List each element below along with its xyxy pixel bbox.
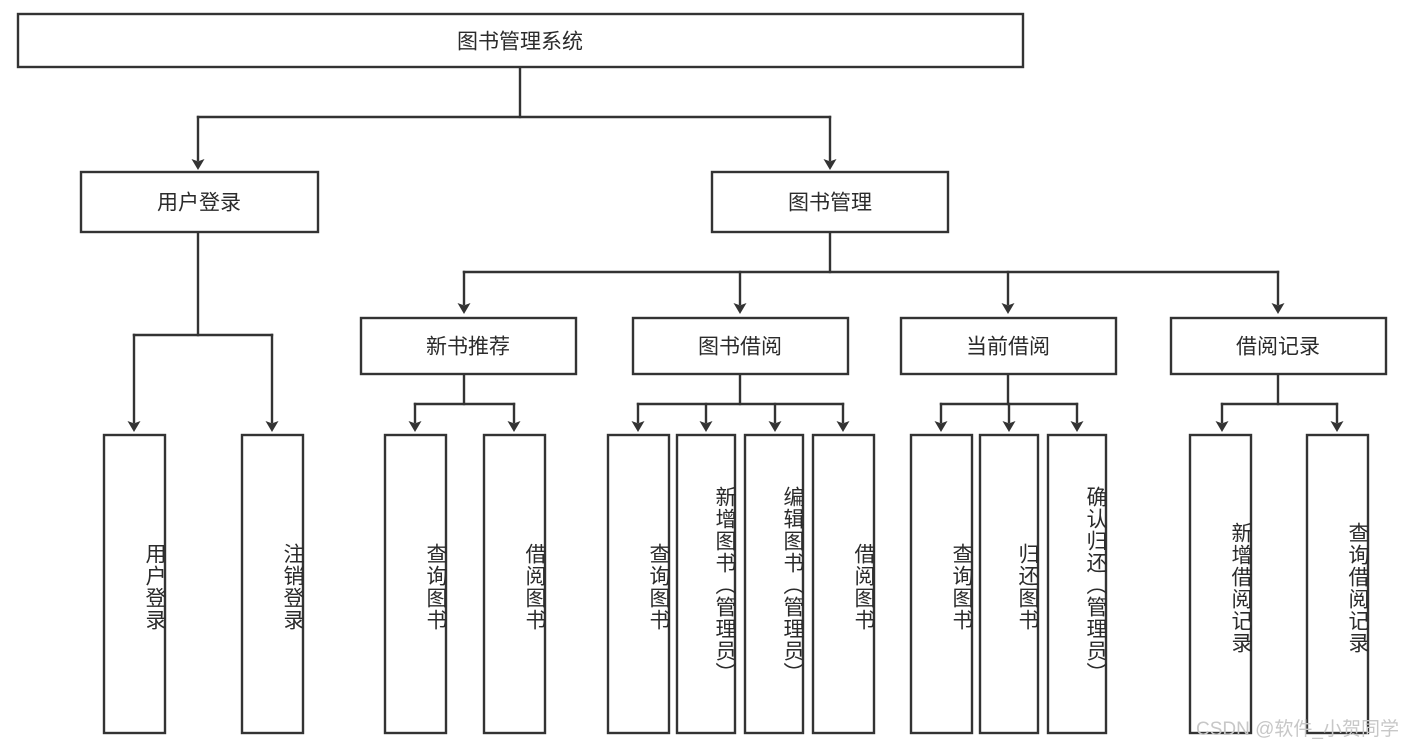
node-leaf-edit-book[interactable]	[743, 433, 805, 735]
node-borrow-record-label: 借阅记录	[1236, 336, 1320, 359]
node-root[interactable]	[16, 12, 1025, 69]
node-book-manage-label: 图书管理	[788, 192, 872, 215]
node-leaf-confirm-return[interactable]	[1046, 433, 1108, 735]
node-leaf-return-book[interactable]	[978, 433, 1040, 735]
node-leaf-add-book[interactable]	[675, 433, 737, 735]
csdn-watermark: CSDN @软件_小贺同学	[1196, 719, 1399, 740]
node-leaf-borrow-book-2[interactable]	[811, 433, 876, 735]
node-leaf-query-book-1[interactable]	[383, 433, 448, 735]
node-leaf-add-record[interactable]	[1188, 433, 1253, 735]
node-leaf-query-book-2[interactable]	[606, 433, 671, 735]
node-current-borrow-label: 当前借阅	[966, 336, 1050, 359]
node-book-borrow[interactable]	[631, 316, 850, 376]
node-leaf-user-login[interactable]	[102, 433, 167, 735]
node-book-borrow-label: 图书借阅	[698, 336, 782, 359]
node-leaf-query-book-3[interactable]	[909, 433, 974, 735]
node-borrow-record[interactable]	[1169, 316, 1388, 376]
node-leaf-query-record[interactable]	[1305, 433, 1370, 735]
node-current-borrow[interactable]	[899, 316, 1118, 376]
node-root-label: 图书管理系统	[457, 31, 583, 54]
node-leaf-borrow-book-1[interactable]	[482, 433, 547, 735]
connector-group	[127, 65, 1344, 432]
node-leaf-user-logout[interactable]	[240, 433, 305, 735]
node-new-book-recommend-label: 新书推荐	[426, 336, 510, 359]
node-new-book-recommend[interactable]	[359, 316, 578, 376]
node-box-group: 图书管理系统 用户登录 图书管理 新书推荐 图书借阅 当前借阅 借阅记录	[16, 12, 1388, 735]
node-book-manage[interactable]	[710, 170, 950, 234]
node-user-login-label: 用户登录	[157, 192, 241, 215]
node-user-login[interactable]	[79, 170, 320, 234]
